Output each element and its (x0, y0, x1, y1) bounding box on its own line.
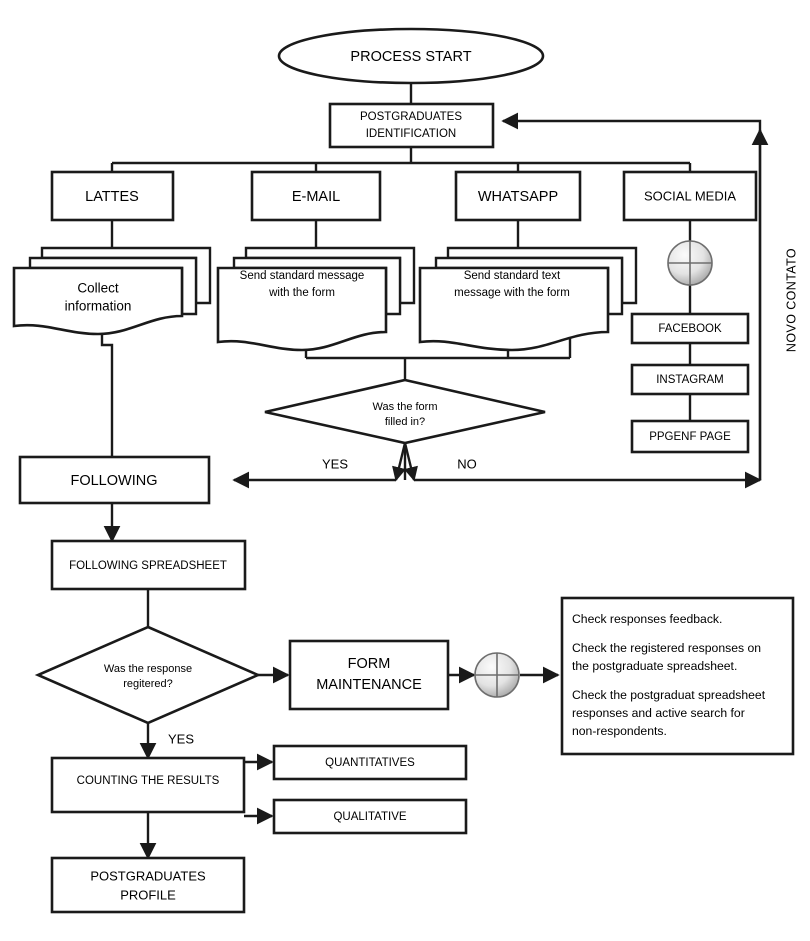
whatsapp-doc-sheet1 (418, 266, 610, 352)
postgraduates-identification-shape (328, 102, 495, 149)
node-ppgenf-page[interactable]: PPGENF PAGE (630, 419, 750, 454)
ppgenf-page-label: PPGENF PAGE (649, 431, 731, 443)
node-check-note[interactable]: Check responses feedback. Check the regi… (560, 596, 795, 756)
channel-whatsapp-shape (454, 170, 582, 222)
qualitative-shape (272, 798, 468, 835)
node-channel-email[interactable]: E-MAIL (250, 170, 382, 222)
channel-lattes-shape (50, 170, 175, 222)
decision-form-yes-label: YES (322, 456, 348, 471)
check-note-p3-l3: non-respondents. (572, 724, 667, 738)
node-instagram[interactable]: INSTAGRAM (630, 363, 750, 396)
connector-layer (100, 81, 769, 860)
process-start-label: PROCESS START (350, 49, 471, 65)
instagram-shape (630, 363, 750, 396)
node-form-maintenance[interactable]: FORM MAINTENANCE (288, 639, 450, 711)
node-counting-the-results[interactable]: COUNTING THE RESULTS (50, 756, 246, 814)
decision-form-filled-line2: filled in? (385, 416, 425, 428)
postgraduates-identification-label-line1: POSTGRADUATES (360, 111, 462, 123)
decision-response-line2: regitered? (123, 678, 173, 690)
decision-form-no-label: NO (457, 456, 477, 471)
node-document-whatsapp-message[interactable]: Send standard text message with the form (418, 246, 638, 352)
postgraduates-identification-label-line2: IDENTIFICATION (366, 128, 457, 140)
decision-form-filled-line1: Was the form (373, 401, 438, 413)
decision-response-line1: Was the response (104, 663, 192, 675)
counting-the-results-shape (50, 756, 246, 814)
check-note-p1-l1: Check responses feedback. (572, 612, 722, 626)
channel-social-media-shape (622, 170, 758, 222)
node-process-start[interactable]: PROCESS START (277, 27, 545, 85)
ppgenf-page-shape (630, 419, 750, 454)
node-postgraduates-identification[interactable]: POSTGRADUATES IDENTIFICATION (328, 102, 495, 149)
node-document-email-message[interactable]: Send standard message with the form (216, 246, 416, 352)
node-facebook[interactable]: FACEBOOK (630, 312, 750, 345)
connector-circle-form-maintenance[interactable] (474, 652, 520, 698)
decision-response-yes-label: YES (168, 731, 194, 746)
channel-email-shape (250, 170, 382, 222)
node-following-spreadsheet[interactable]: FOLLOWING SPREADSHEET (50, 539, 247, 591)
form-maintenance-label-line1: FORM (348, 656, 391, 672)
facebook-shape (630, 312, 750, 345)
following-spreadsheet-label: FOLLOWING SPREADSHEET (69, 560, 227, 572)
node-channel-lattes[interactable]: LATTES (50, 170, 175, 222)
check-note-p3-l2: responses and active search for (572, 706, 745, 720)
node-document-collect-information[interactable]: Collect information (12, 246, 212, 336)
form-maintenance-label-line2: MAINTENANCE (316, 677, 422, 693)
whatsapp-doc-label-line2: message with the form (454, 287, 570, 299)
channel-whatsapp-label: WHATSAPP (478, 189, 558, 205)
counting-the-results-label: COUNTING THE RESULTS (77, 775, 220, 787)
node-channel-whatsapp[interactable]: WHATSAPP (454, 170, 582, 222)
process-start-shape (277, 27, 545, 85)
following-spreadsheet-shape (50, 539, 247, 591)
node-decision-form-filled[interactable]: Was the form filled in? (264, 378, 546, 445)
check-note-p3-l1: Check the postgraduat spreadsheet (572, 688, 766, 702)
node-postgraduates-profile[interactable]: POSTGRADUATES PROFILE (50, 856, 246, 914)
quantitatives-shape (272, 744, 468, 781)
check-note-p2-l2: the postgraduate spreadsheet. (572, 659, 737, 673)
postgraduates-profile-shape (50, 856, 246, 914)
check-note-p2-l1: Check the registered responses on (572, 641, 761, 655)
node-qualitative[interactable]: QUALITATIVE (272, 798, 468, 835)
channel-social-media-label: SOCIAL MEDIA (644, 188, 736, 203)
decision-response-registered-shape (34, 625, 262, 725)
node-channel-social-media[interactable]: SOCIAL MEDIA (622, 170, 758, 222)
postgraduates-profile-label-line2: PROFILE (120, 887, 176, 902)
channel-lattes-label: LATTES (85, 189, 139, 205)
postgraduates-profile-label-line1: POSTGRADUATES (90, 868, 206, 883)
collect-information-label-line1: Collect (77, 281, 119, 296)
node-quantitatives[interactable]: QUANTITATIVES (272, 744, 468, 781)
node-decision-response-registered[interactable]: Was the response regitered? (34, 625, 262, 725)
email-doc-sheet1 (216, 266, 388, 352)
connector-diamond-cross-right (403, 442, 418, 482)
connector-circle-social-media[interactable] (667, 240, 713, 286)
whatsapp-doc-label-line1: Send standard text (464, 270, 561, 282)
qualitative-label: QUALITATIVE (333, 811, 406, 823)
check-note-shape (560, 596, 795, 756)
form-maintenance-shape (288, 639, 450, 711)
connector-lattes-doc-to-following (100, 328, 114, 457)
following-shape (18, 455, 211, 505)
email-doc-label-line1: Send standard message (240, 270, 365, 282)
instagram-label: INSTAGRAM (656, 374, 724, 386)
novo-contato-label: NOVO CONTATO (784, 248, 798, 352)
channel-email-label: E-MAIL (292, 189, 340, 205)
decision-form-filled-shape (264, 378, 546, 445)
facebook-label: FACEBOOK (658, 323, 722, 335)
following-label: FOLLOWING (70, 473, 157, 489)
email-doc-label-line2: with the form (268, 287, 335, 299)
collect-information-doc-sheet1 (12, 266, 184, 336)
collect-information-label-line2: information (65, 299, 132, 314)
quantitatives-label: QUANTITATIVES (325, 757, 415, 769)
node-following[interactable]: FOLLOWING (18, 455, 211, 505)
connector-diamond-cross-left (392, 442, 407, 482)
